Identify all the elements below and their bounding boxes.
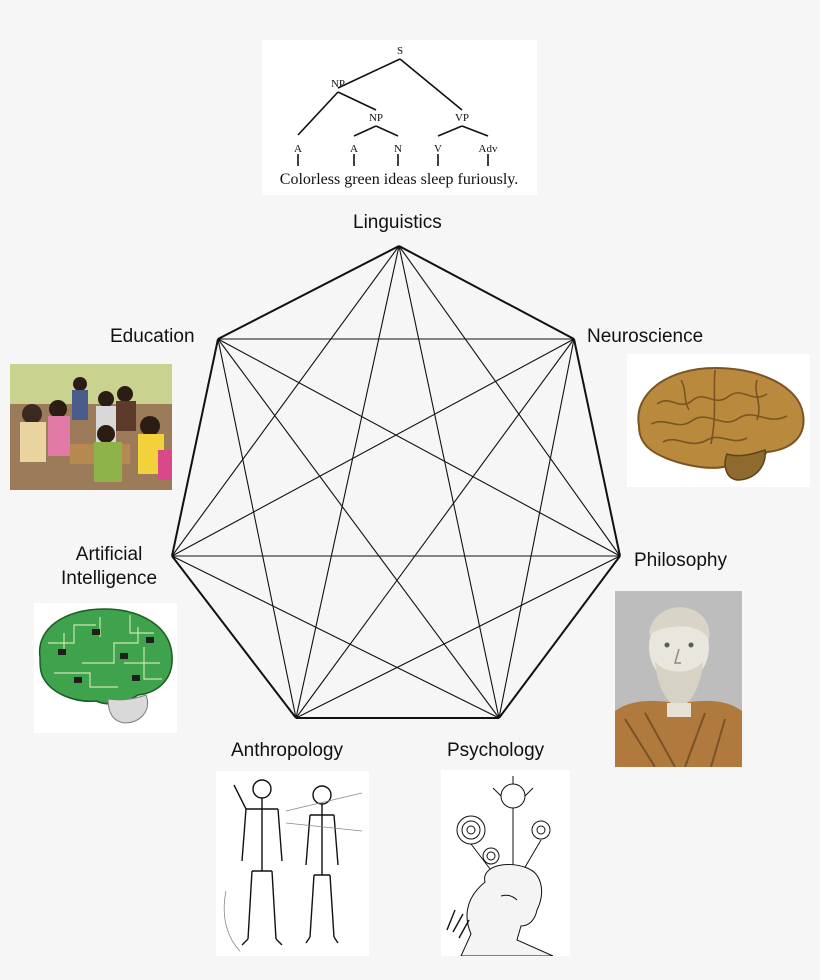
brain-icon <box>627 354 810 487</box>
label-linguistics: Linguistics <box>353 212 442 233</box>
edge-neuroscience-ai <box>171 338 575 557</box>
edge-psychology-education <box>217 338 500 719</box>
circuit-brain-icon <box>34 603 177 733</box>
label-artificial-intelligence: Artificial Intelligence <box>61 543 157 591</box>
human-figures-icon <box>216 771 369 956</box>
tree-sentence: Colorless green ideas sleep furiously. <box>280 171 518 188</box>
classroom-photo-icon <box>10 364 172 490</box>
edge-anthropology-ai <box>171 555 297 719</box>
label-psychology: Psychology <box>447 740 545 761</box>
tree-node-np: NP <box>331 78 345 90</box>
edge-linguistics-neuroscience <box>398 245 575 340</box>
label-ai-line2: Intelligence <box>61 568 158 589</box>
tree-node-n: N <box>394 143 402 155</box>
tree-node-adv: Adv <box>479 143 498 155</box>
edge-linguistics-philosophy <box>398 245 621 557</box>
label-neuroscience: Neuroscience <box>587 326 704 347</box>
edge-philosophy-education <box>217 338 621 557</box>
edge-psychology-ai <box>171 555 500 719</box>
edge-philosophy-anthropology <box>295 555 621 719</box>
edge-ai-education <box>171 338 219 557</box>
parse-tree-panel: S NP NP VP A A N V Adv Colorless green i… <box>262 40 537 195</box>
tree-node-np-inner: NP <box>369 112 383 124</box>
edge-neuroscience-philosophy <box>573 338 621 557</box>
label-anthropology: Anthropology <box>231 740 343 761</box>
tree-node-a: A <box>350 143 358 155</box>
head-engraving-icon <box>441 770 570 956</box>
tree-node-a: A <box>294 143 302 155</box>
edge-anthropology-education <box>217 338 297 719</box>
tree-node-s: S <box>397 45 403 57</box>
edge-neuroscience-psychology <box>498 338 575 719</box>
edge-linguistics-psychology <box>398 245 500 719</box>
label-philosophy: Philosophy <box>634 550 727 571</box>
edge-philosophy-psychology <box>498 555 621 719</box>
aristotle-bust-icon <box>615 591 742 767</box>
label-ai-line1: Artificial <box>75 544 143 565</box>
parse-tree: S NP NP VP A A N V Adv Colorless green i… <box>280 45 518 188</box>
edge-linguistics-education <box>217 245 400 340</box>
edge-linguistics-ai <box>171 245 400 557</box>
tree-node-vp: VP <box>455 112 469 124</box>
edge-neuroscience-anthropology <box>295 338 575 719</box>
edge-linguistics-anthropology <box>295 245 400 719</box>
label-education: Education <box>110 326 195 347</box>
tree-node-v: V <box>434 143 442 155</box>
